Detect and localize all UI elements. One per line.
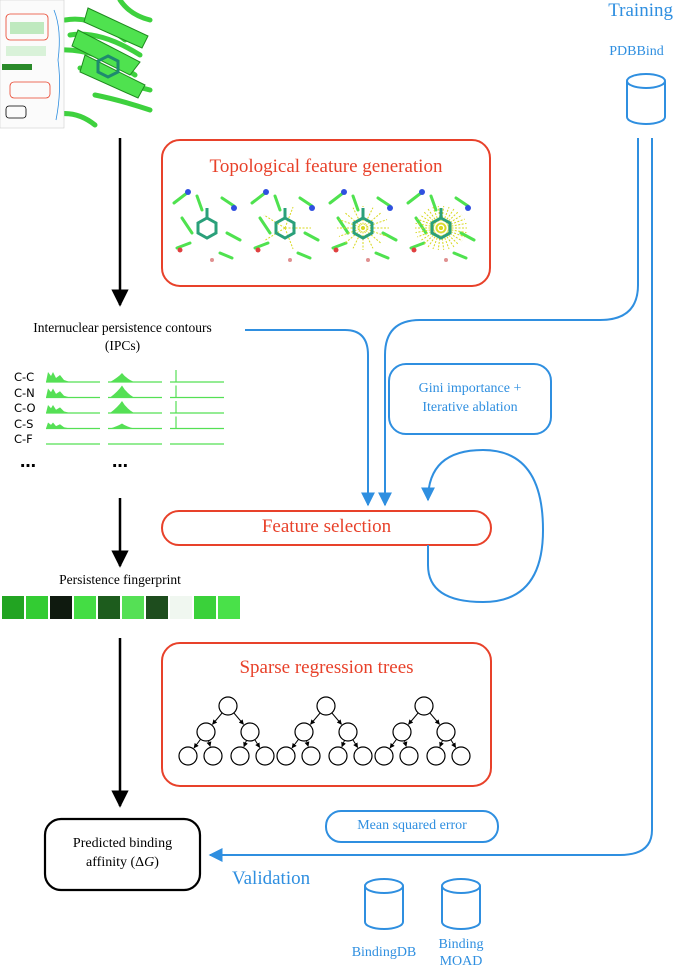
fingerprint-cell <box>122 596 144 619</box>
fingerprint-cell <box>26 596 48 619</box>
tree-node <box>294 722 314 742</box>
tree-node <box>426 746 446 766</box>
tree-node <box>240 722 260 742</box>
ipc-title-line2: (IPCs) <box>104 338 141 353</box>
gini-line1: Gini importance + <box>418 381 522 396</box>
fingerprint-cell <box>170 596 192 619</box>
ipc-row-label: C-S <box>14 416 34 431</box>
fingerprint-cell <box>2 596 24 619</box>
fingerprint-label: Persistence fingerprint <box>59 572 181 587</box>
topo-feature-box <box>161 139 491 287</box>
topo-molecule-panels <box>172 189 476 262</box>
tree-node <box>203 746 223 766</box>
tree-node <box>328 746 348 766</box>
feature-selection-label: Feature selection <box>261 516 392 537</box>
ipc-plot-cell <box>46 372 100 383</box>
ipc-plot-cell <box>108 373 162 383</box>
tree-node <box>338 722 358 742</box>
prediction-line1: Predicted binding <box>72 836 173 851</box>
ipc-plots <box>46 370 224 445</box>
ipc-ellipsis-mid: … <box>112 452 128 471</box>
ipc-row-label: C-O <box>14 401 36 415</box>
molecule-panel <box>406 189 476 262</box>
tree-node <box>230 746 250 766</box>
prediction-prefix: affinity ( <box>86 855 136 870</box>
ipc-plot-cell <box>108 385 162 399</box>
ipc-plot-cell <box>46 422 100 430</box>
validation-label: Validation <box>232 868 311 889</box>
tree-node <box>196 722 216 742</box>
delta-symbol: Δ <box>135 855 145 870</box>
tree-node <box>414 696 434 716</box>
pdbbind-database-icon <box>626 73 666 125</box>
feature-selection-box <box>161 510 492 546</box>
moad-label-line2: MOAD <box>439 954 483 969</box>
mse-label: Mean squared error <box>357 818 467 833</box>
moad-label-line1: Binding <box>438 937 484 952</box>
ipc-plot-cell <box>46 388 100 399</box>
sparse-trees-box <box>161 642 492 787</box>
bindingdb-label: BindingDB <box>351 945 417 960</box>
persistence-fingerprint-bar <box>2 596 240 619</box>
ipc-plot-cell <box>170 416 224 430</box>
ipc-plot-cell <box>170 401 224 414</box>
g-variable: G <box>144 855 155 870</box>
tree-node <box>218 696 238 716</box>
prediction-box <box>43 817 202 892</box>
arrow-ipc-to-selection <box>245 329 375 507</box>
fingerprint-cell <box>146 596 168 619</box>
ipc-plot-cell <box>108 401 162 414</box>
ipc-plot-cell <box>170 385 224 399</box>
gini-line2: Iterative ablation <box>422 400 518 415</box>
tree-node <box>255 746 275 766</box>
tree-node <box>436 722 456 742</box>
gini-box <box>388 363 552 435</box>
tree-node <box>301 746 321 766</box>
tree-node <box>399 746 419 766</box>
ipc-plot-cell <box>108 423 162 430</box>
ipc-title-line1: Internuclear persistence contours <box>33 320 212 335</box>
training-label: Training <box>608 0 673 21</box>
tree-node <box>451 746 471 766</box>
fingerprint-cell <box>194 596 216 619</box>
prediction-line2: affinity (ΔG) <box>45 855 200 871</box>
topo-title: Topological feature generation <box>209 156 443 177</box>
fingerprint-cell <box>98 596 120 619</box>
ipc-row-label: C-F <box>14 432 33 446</box>
tree-node <box>374 746 394 766</box>
regression-tree <box>276 696 373 766</box>
fingerprint-cell <box>74 596 96 619</box>
fingerprint-cell <box>50 596 72 619</box>
molecule-panel <box>250 189 320 262</box>
tree-node <box>316 696 336 716</box>
bindingdb-database-icon <box>364 878 404 930</box>
ipc-ellipsis-left: … <box>20 452 36 471</box>
moad-database-icon <box>441 878 481 930</box>
prediction-suffix: ) <box>154 855 159 870</box>
fingerprint-cell <box>218 596 240 619</box>
protein-structure-image <box>0 0 153 129</box>
regression-tree <box>374 696 471 766</box>
arrow-pdbbind-to-selection <box>378 138 639 507</box>
molecule-panel <box>328 189 398 262</box>
ipc-plot-cell <box>46 405 100 414</box>
ipc-row-label: C-C <box>14 370 35 384</box>
mse-box <box>325 810 499 843</box>
iteration-loop <box>421 448 545 604</box>
tree-node <box>353 746 373 766</box>
molecule-panel <box>172 189 242 262</box>
ipc-plot-cell <box>170 370 224 383</box>
sparse-title: Sparse regression trees <box>239 657 414 678</box>
regression-tree <box>178 696 275 766</box>
tree-node <box>392 722 412 742</box>
arrow-pdbbind-to-prediction <box>208 138 653 862</box>
tree-node <box>178 746 198 766</box>
ipc-row-label: C-N <box>14 385 35 400</box>
regression-trees <box>178 696 471 766</box>
tree-node <box>276 746 296 766</box>
pdbbind-label: PDBBind <box>609 44 664 59</box>
